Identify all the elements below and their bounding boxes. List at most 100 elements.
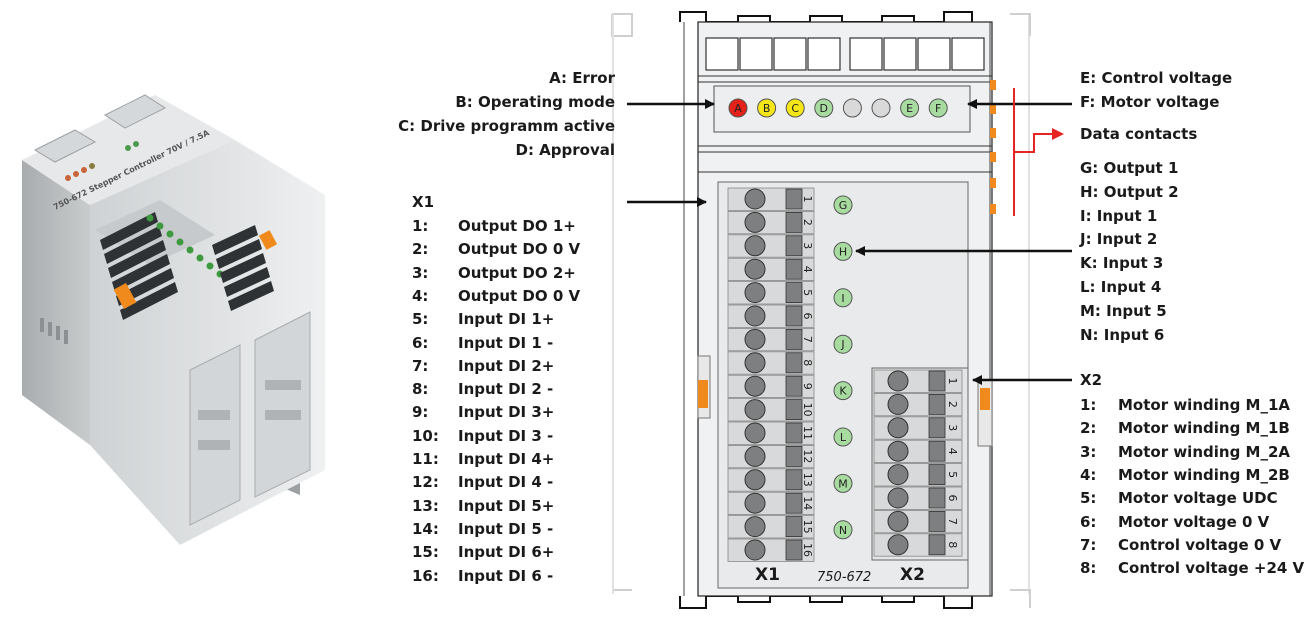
x1-terminal-number: 4 <box>801 266 814 273</box>
x1-pin-number: 14: <box>412 519 439 538</box>
x1-terminal-number: 10 <box>801 403 814 417</box>
x2-pin-label: Control voltage +24 V <box>1118 559 1305 578</box>
x1-pin-label: Input DI 1 - <box>458 333 554 352</box>
x1-pin-label: Input DI 2+ <box>458 356 555 375</box>
photo-leds <box>65 141 139 181</box>
led-label-right: E: Control voltage <box>1080 69 1233 87</box>
x2-pin-number: 1: <box>1080 396 1097 414</box>
x1-terminal: 7 <box>727 327 815 352</box>
x2-pin-label: Control voltage 0 V <box>1118 535 1282 554</box>
x2-terminal: 8 <box>873 533 963 557</box>
x1-terminal: 14 <box>727 491 815 516</box>
led-label-right: F: Motor voltage <box>1080 93 1220 111</box>
io-led-i <box>833 288 853 308</box>
x1-pin-label: Input DI 4+ <box>458 450 555 468</box>
io-led-label: K: Input 3 <box>1080 254 1164 273</box>
x1-pin-number: 10: <box>412 426 439 445</box>
led-letter-a: A <box>734 102 742 115</box>
x1-pin-label: Input DI 5+ <box>458 496 555 515</box>
led-label-left: B: Operating mode <box>455 93 615 111</box>
x2-pin-number: 7: <box>1080 535 1097 554</box>
x1-pin-number: 8: <box>412 380 429 399</box>
io-led-label: G: Output 1 <box>1080 159 1179 177</box>
x1-pin-number: 9: <box>412 403 429 422</box>
x1-terminal: 13 <box>727 468 815 492</box>
led-blank-4 <box>842 98 862 118</box>
x2-pin-label: Motor winding M_2B <box>1118 465 1290 484</box>
led-e <box>900 98 920 118</box>
led-label-left: D: Approval <box>515 141 616 159</box>
x1-pin-number: 13: <box>412 496 439 515</box>
module-photo: 750-672 Stepper Controller 70V / 7.5A <box>22 94 325 545</box>
x2-pin-number: 2: <box>1080 419 1097 438</box>
x1-terminal-number: 14 <box>801 496 814 510</box>
io-led-g <box>833 195 853 215</box>
led-blank-5 <box>871 98 891 118</box>
io-led-letter-i: I <box>841 292 844 305</box>
x2-title: X2 <box>1080 371 1103 389</box>
io-led-label: L: Input 4 <box>1080 278 1162 296</box>
io-led-label: I: Input 1 <box>1080 206 1158 225</box>
top-sockets <box>705 37 985 71</box>
led-c <box>785 98 805 118</box>
io-led-label: H: Output 2 <box>1080 182 1179 201</box>
x1-terminal-number: 7 <box>801 336 814 343</box>
led-letter-f: F <box>935 102 941 115</box>
led-a <box>728 98 748 118</box>
led-letter-e: E <box>906 102 913 115</box>
x1-bottom-label: X1 <box>755 565 780 585</box>
x1-terminal: 1 <box>727 187 815 211</box>
io-led-label: M: Input 5 <box>1080 301 1167 320</box>
x1-pin-number: 5: <box>412 310 429 329</box>
x1-pin-label: Input DI 1+ <box>458 310 555 329</box>
x1-terminal: 16 <box>727 538 815 562</box>
x1-terminal: 15 <box>727 515 815 539</box>
x1-terminal-number: 11 <box>801 426 814 440</box>
x1-pin-number: 6: <box>412 333 429 352</box>
x2-pin-number: 6: <box>1080 512 1097 531</box>
x1-terminal: 11 <box>727 421 815 445</box>
io-led-letter-n: N <box>839 524 847 537</box>
x1-pin-label: Input DI 6 - <box>458 566 554 585</box>
x2-terminal-number: 6 <box>946 495 959 502</box>
arrow-data-contacts <box>1014 128 1064 153</box>
x1-terminal: 6 <box>727 304 815 328</box>
x1-terminal-number: 6 <box>801 313 814 320</box>
x1-terminal-number: 1 <box>801 196 814 203</box>
x1-terminal-number: 16 <box>801 543 814 557</box>
x1-pin-label: Output DO 0 V <box>458 240 581 259</box>
x1-pin-number: 7: <box>412 356 429 375</box>
led-b <box>757 98 777 118</box>
x2-bottom-label: X2 <box>900 565 925 585</box>
x2-pin-number: 8: <box>1080 559 1097 578</box>
x2-terminal-number: 4 <box>946 448 959 455</box>
x1-terminal-number: 9 <box>801 383 814 390</box>
x2-pin-number: 3: <box>1080 442 1097 461</box>
x1-pin-label: Output DO 0 V <box>458 286 581 305</box>
x1-terminal: 4 <box>727 257 815 282</box>
x1-pin-number: 1: <box>412 217 429 235</box>
x1-title: X1 <box>412 193 435 211</box>
x2-pin-label: Motor winding M_1A <box>1118 396 1290 414</box>
x1-terminal: 8 <box>727 351 815 375</box>
led-label-left: A: Error <box>549 69 615 87</box>
x1-terminal: 10 <box>727 398 815 422</box>
led-f <box>928 98 948 118</box>
x2-terminal-number: 3 <box>946 424 959 431</box>
module-type-label: 750-672 <box>817 570 872 585</box>
x2-terminal: 2 <box>873 392 963 417</box>
x1-pin-label: Input DI 3+ <box>458 403 555 422</box>
led-letter-d: D <box>820 102 828 115</box>
x1-pin-number: 16: <box>412 566 439 585</box>
x2-pin-number: 5: <box>1080 489 1097 508</box>
x1-pin-label: Input DI 4 - <box>458 473 554 492</box>
photo-x2-terminals <box>212 225 274 311</box>
x1-pin-number: 3: <box>412 263 429 282</box>
x2-terminal-number: 8 <box>946 541 959 548</box>
data-contacts <box>990 80 996 214</box>
io-led-letter-g: G <box>839 199 848 212</box>
x2-terminal: 5 <box>873 463 963 487</box>
x1-pin-number: 12: <box>412 473 439 492</box>
x1-terminal: 2 <box>727 210 815 235</box>
